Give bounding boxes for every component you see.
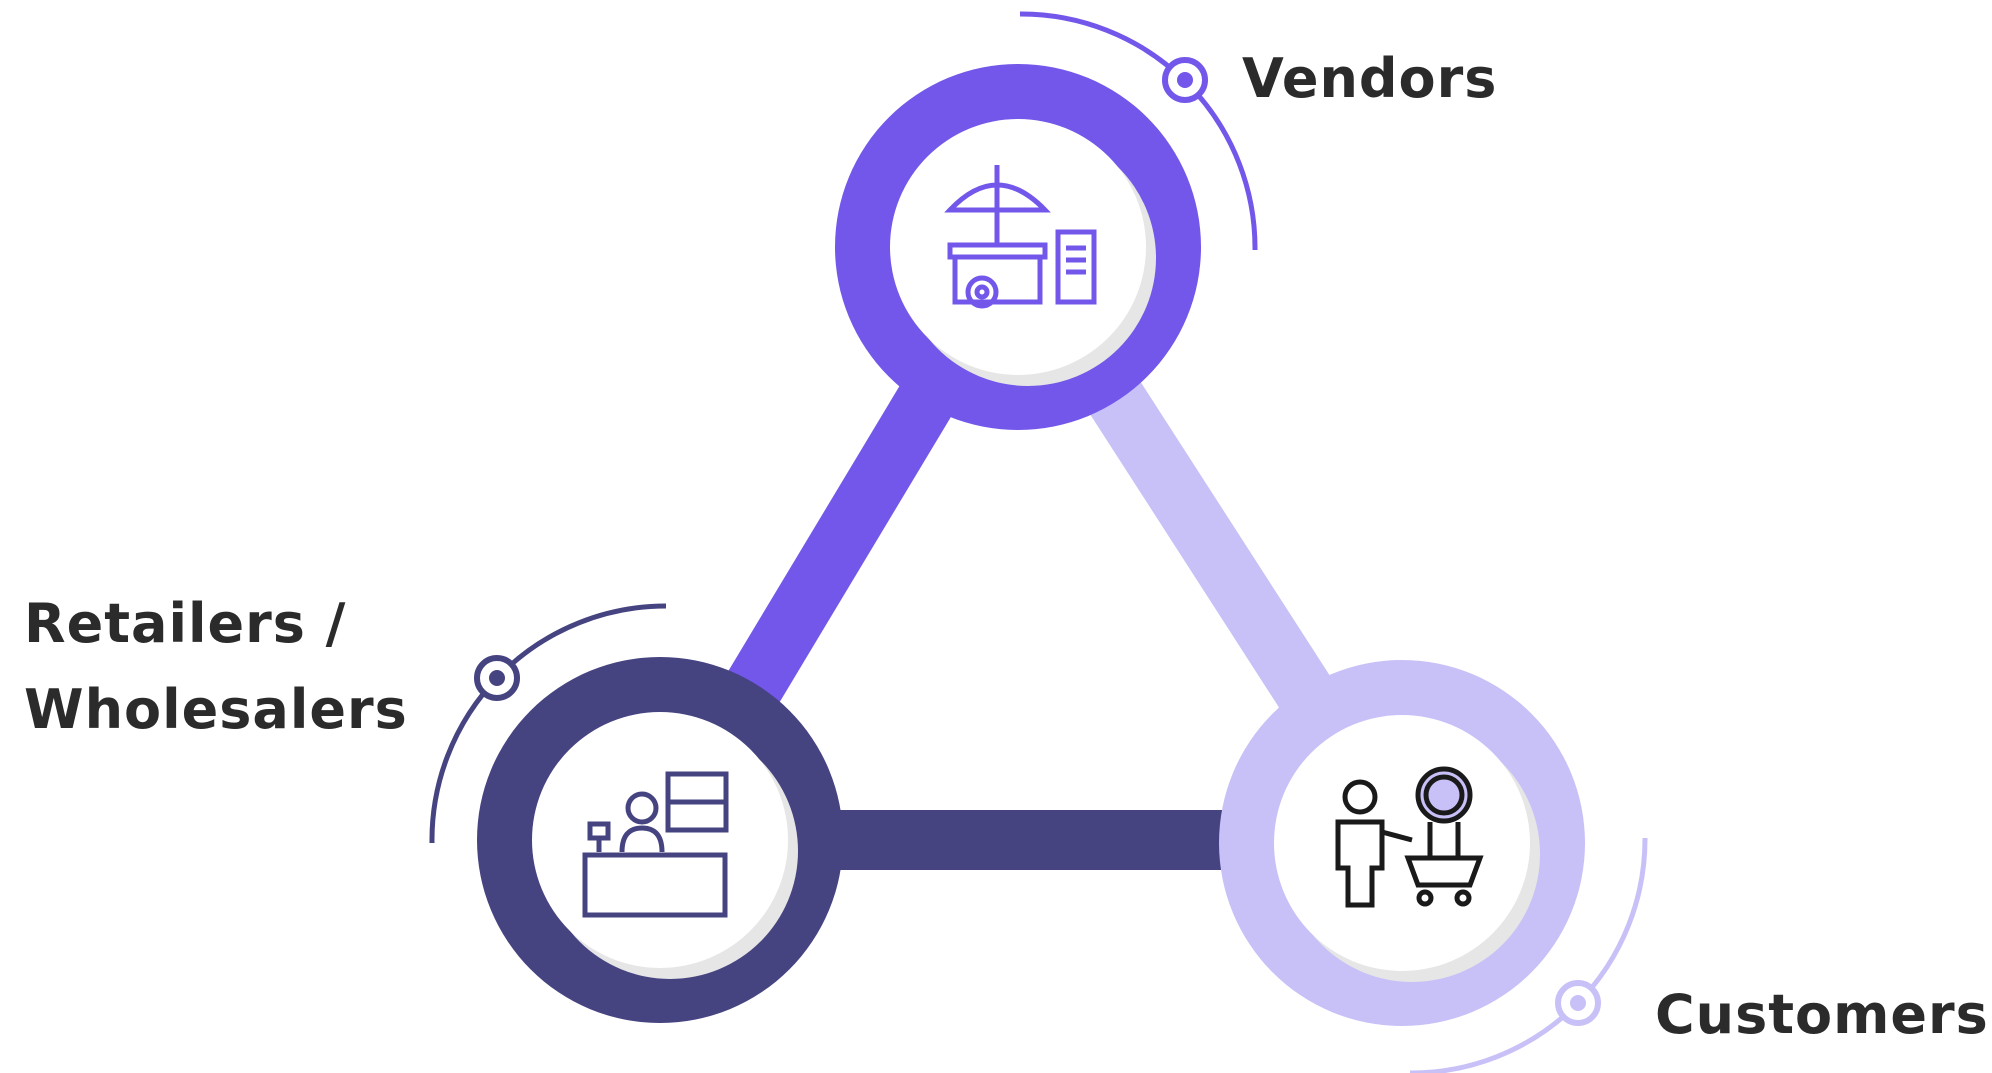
retailers-label-line2: Wholesalers — [24, 678, 408, 741]
retailers-arc-marker — [429, 603, 667, 844]
customers-arc-marker — [1410, 837, 1648, 1073]
vendors-arc-marker — [1019, 11, 1258, 251]
vendor-cart-umbrella-icon — [944, 165, 1097, 309]
customers-label: Customers — [1655, 983, 1989, 1046]
retailers-label: Retailers / Wholesalers — [24, 581, 408, 753]
customers-node — [1219, 660, 1585, 1026]
shopper-cart-dollar-icon — [1335, 766, 1484, 908]
shopkeeper-counter-icon — [582, 771, 729, 918]
vendors-node — [835, 64, 1201, 430]
vendors-label: Vendors — [1242, 47, 1498, 110]
retailers-label-line1: Retailers / — [24, 592, 347, 655]
retailers-node — [477, 657, 843, 1023]
